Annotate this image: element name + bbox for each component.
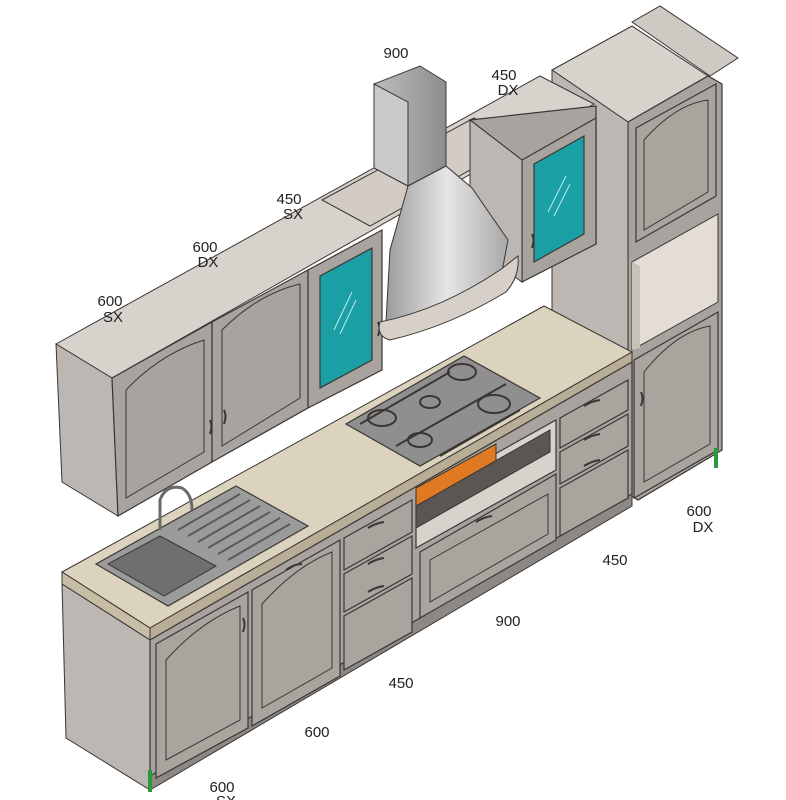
gas-cooktop [344,355,542,467]
wall-dimension-labels: 600 SX 600 DX 450 SX 900 450 DX [97,45,518,326]
base-cabinets [61,305,634,792]
wall-unit-3-side: SX [283,206,303,223]
wall-unit-4-width: 900 [383,45,408,62]
base-unit-4-width: 900 [495,613,520,630]
base-unit-6-side: DX [693,519,714,536]
wall-unit-1-side: SX [103,309,123,326]
sink [94,485,310,607]
base-unit-1-side: SX [216,793,236,800]
wall-unit-1-width: 600 [97,293,122,310]
base-unit-2-width: 600 [304,724,329,741]
base-unit-5-width: 450 [602,552,627,569]
wall-unit-3-width: 450 [276,191,301,208]
base-unit-3-width: 450 [388,675,413,692]
wall-unit-2-side: DX [198,254,219,271]
base-unit-6-width: 600 [686,503,711,520]
base-unit-1-width: 600 [209,779,234,796]
tall-column-unit [551,5,739,501]
wall-unit-5-width: 450 [491,67,516,84]
wall-unit-2-width: 600 [192,239,217,256]
base-dimension-labels: 600 SX 600 450 900 450 600 DX [209,503,713,800]
range-hood [373,65,519,341]
wall-unit-5-side: DX [498,82,519,99]
